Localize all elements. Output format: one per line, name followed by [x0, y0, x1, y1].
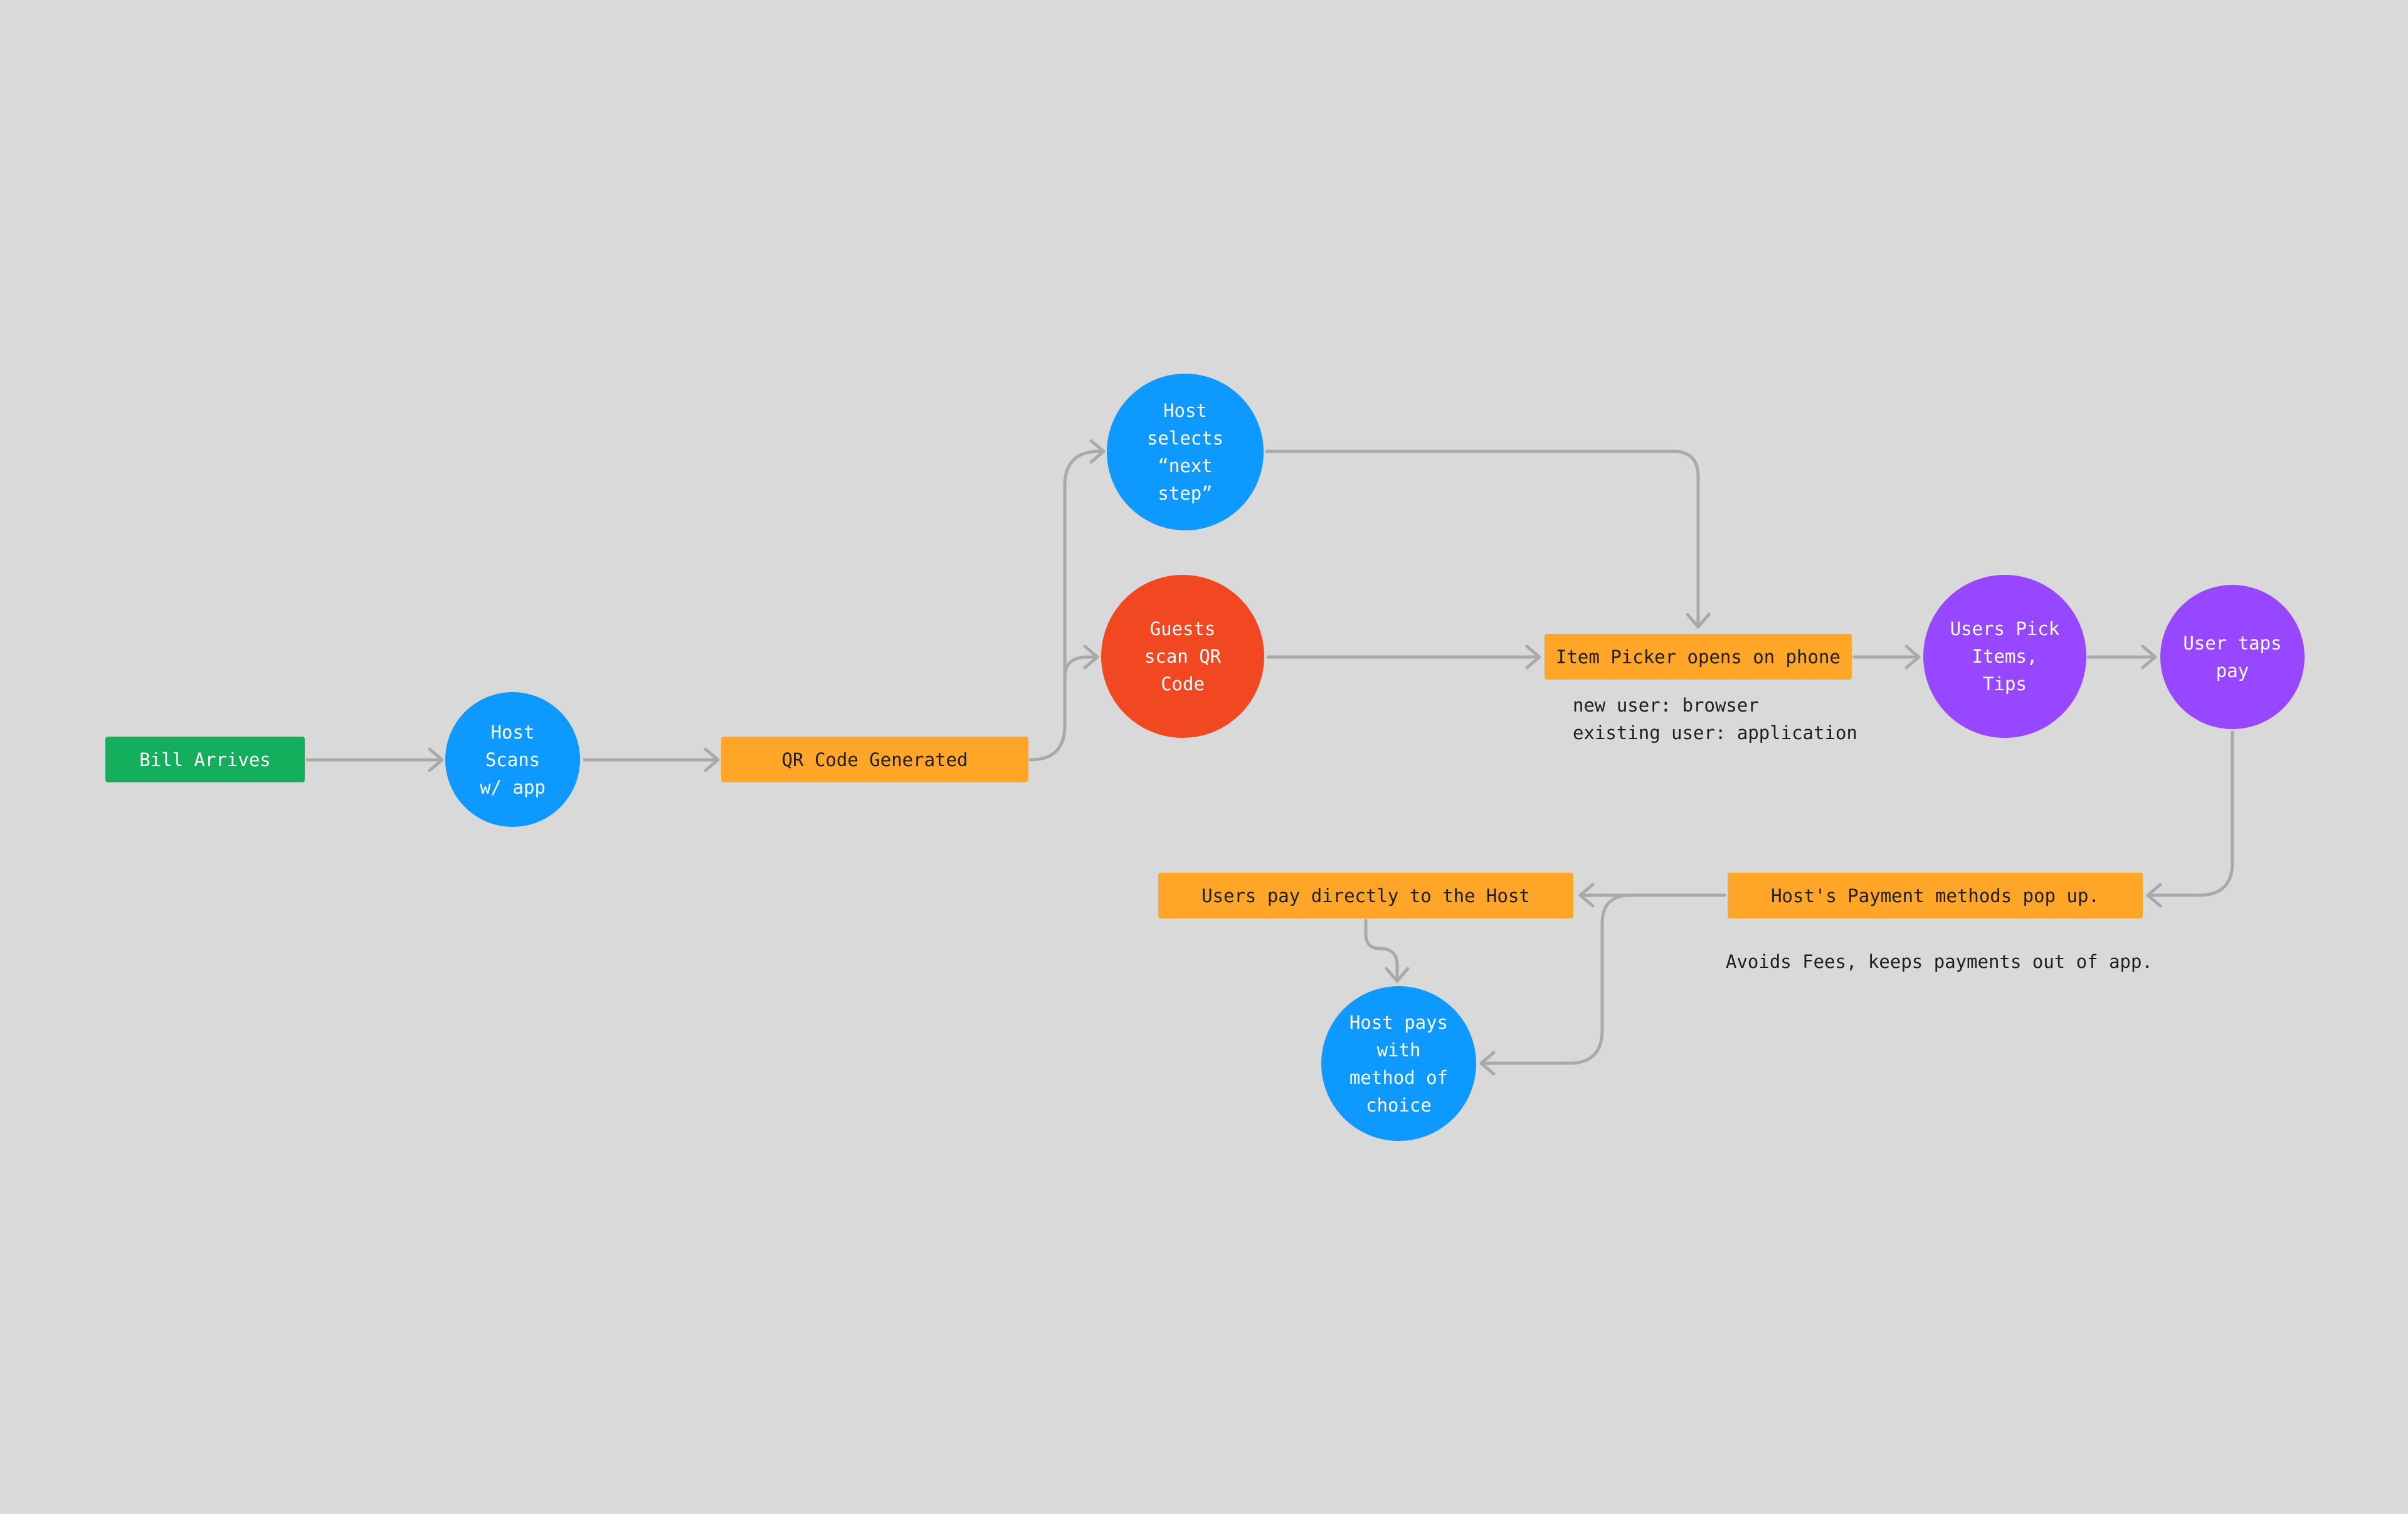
node-label: Item Picker opens on phone [1556, 646, 1840, 668]
edge-payment-to-users-pay [1578, 883, 1726, 908]
node-label: QR Code Generated [781, 749, 968, 770]
node-guests-scan-qr[interactable]: Guests scan QR Code [1101, 575, 1264, 738]
node-label: Host pays with method of choice [1349, 1011, 1449, 1116]
node-user-taps-pay[interactable]: User taps pay [2160, 585, 2305, 729]
edge-qr-to-host-selects [1028, 439, 1106, 762]
node-label: Host's Payment methods pop up. [1771, 885, 2099, 907]
edge-users-pay-to-host-pays [1364, 918, 1410, 983]
edge-guests-to-picker [1266, 644, 1541, 670]
edge-taps-to-payment [2146, 730, 2234, 908]
node-bill-arrives[interactable]: Bill Arrives [105, 737, 305, 782]
node-label: Users pay directly to the Host [1201, 885, 1530, 907]
node-label: Host Scans w/ app [480, 721, 546, 798]
node-label: User taps pay [2183, 633, 2282, 681]
edge-scan-to-qr [583, 747, 720, 772]
node-payment-methods[interactable]: Host's Payment methods pop up. [1728, 873, 2143, 918]
note-payment-methods: Avoids Fees, keeps payments out of app. [1726, 951, 2153, 972]
edge-host-selects-to-picker [1265, 449, 1711, 629]
edge-picker-to-users-pick [1852, 644, 1921, 670]
node-qr-code-generated[interactable]: QR Code Generated [721, 737, 1028, 782]
node-users-pay-host[interactable]: Users pay directly to the Host [1158, 873, 1573, 918]
edge-qr-to-guests [1063, 644, 1099, 679]
node-host-selects-next-step[interactable]: Host selects “next step” [1107, 374, 1264, 530]
node-host-scans[interactable]: Host Scans w/ app [445, 692, 580, 827]
node-label: Users Pick Items, Tips [1950, 618, 2060, 695]
node-users-pick-items[interactable]: Users Pick Items, Tips [1923, 575, 2086, 738]
note-item-picker: new user: browser existing user: applica… [1573, 695, 1857, 744]
edge-users-pick-to-taps [2086, 644, 2157, 670]
edge-payment-to-host-pays [1479, 893, 1632, 1076]
node-item-picker[interactable]: Item Picker opens on phone [1545, 634, 1852, 680]
node-label: Bill Arrives [139, 749, 271, 770]
node-label: Guests scan QR Code [1144, 618, 1222, 695]
node-label: Host selects “next step” [1146, 400, 1224, 504]
edge-bill-to-scan [305, 747, 444, 772]
node-host-pays[interactable]: Host pays with method of choice [1321, 986, 1476, 1141]
